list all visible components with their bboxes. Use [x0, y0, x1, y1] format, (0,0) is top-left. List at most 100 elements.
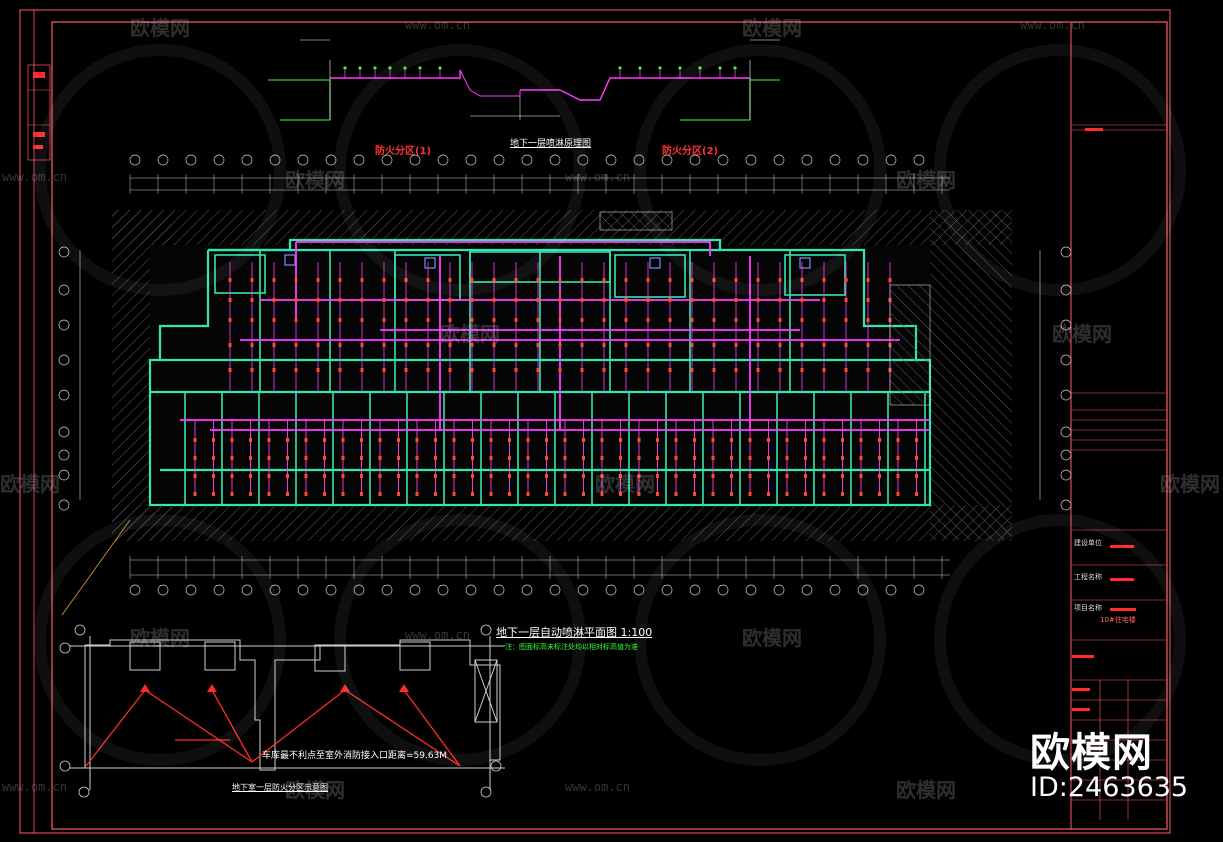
sprinkler-head: [452, 456, 456, 460]
sprinkler-head: [426, 343, 430, 347]
sprinkler-head: [492, 278, 496, 282]
grid-bubble: [605, 154, 617, 166]
sprinkler-heads: [193, 278, 918, 496]
sprinkler-head: [841, 456, 844, 460]
title-block-stamp: [1072, 708, 1090, 711]
grid-bubble: [297, 154, 309, 166]
grid-bubble: [1060, 246, 1072, 258]
sprinkler-head: [267, 474, 271, 478]
sprinkler-head: [360, 298, 364, 302]
sprinkler-head: [637, 438, 641, 442]
sprinkler-head: [360, 343, 364, 347]
sprinkler-head: [341, 474, 345, 478]
sprinkler-head: [341, 456, 345, 460]
sprinkler-head: [822, 343, 826, 347]
sprinkler-head: [822, 368, 826, 372]
sprinkler-head: [646, 278, 650, 282]
grid-bubble: [773, 584, 785, 596]
sprinkler-head: [489, 474, 493, 478]
riser-head: [678, 66, 682, 70]
sprinkler-head: [800, 368, 804, 372]
sprinkler-head: [841, 438, 844, 442]
sprinkler-head: [822, 456, 826, 460]
sprinkler-head: [800, 298, 804, 302]
sprinkler-head: [637, 474, 641, 478]
sprinkler-head: [267, 456, 271, 460]
sprinkler-head: [397, 492, 400, 496]
sprinkler-head: [536, 298, 540, 302]
sprinkler-head: [693, 474, 696, 478]
grid-bubble: [913, 154, 925, 166]
sprinkler-head: [360, 456, 363, 460]
inner-sheet-frame: [51, 21, 1168, 830]
sprinkler-head: [822, 318, 826, 322]
sprinkler-head: [656, 456, 659, 460]
sprinkler-head: [360, 474, 363, 478]
sprinkler-head: [558, 343, 562, 347]
sprinkler-head: [656, 438, 659, 442]
elevator-shaft: [649, 257, 661, 269]
sprinkler-head: [804, 456, 807, 460]
grid-bubble: [58, 319, 70, 331]
sprinkler-head: [734, 298, 738, 302]
riser-head: [343, 66, 347, 70]
sprinkler-head: [316, 368, 320, 372]
sprinkler-head: [536, 343, 540, 347]
ramp-hatch-box: [599, 211, 673, 231]
sprinkler-head: [471, 474, 474, 478]
sprinkler-head: [582, 492, 585, 496]
sprinkler-head: [323, 474, 326, 478]
sprinkler-head: [624, 318, 628, 322]
sprinkler-head: [514, 298, 518, 302]
sprinkler-head: [212, 474, 215, 478]
sprinkler-head: [434, 456, 437, 460]
plan-note: 注：图面标高未标注处均以相对标高值为准: [505, 643, 638, 651]
sprinkler-head: [602, 318, 606, 322]
watermark-brand: 欧模网: [130, 626, 190, 650]
sprinkler-head: [212, 456, 215, 460]
grid-bubble: [269, 154, 281, 166]
sprinkler-head: [250, 298, 254, 302]
sprinkler-head: [536, 368, 540, 372]
sprinkler-head: [316, 318, 320, 322]
riser-head: [403, 66, 407, 70]
sprinkler-head: [668, 318, 672, 322]
sprinkler-head: [778, 298, 782, 302]
sprinkler-head: [690, 343, 694, 347]
sprinkler-head: [674, 492, 678, 496]
sprinkler-head: [822, 438, 826, 442]
grid-bubble: [857, 154, 869, 166]
watermark-url: www.om.cn: [565, 170, 631, 184]
title-block-item-label: 项目名称: [1074, 604, 1102, 612]
sprinkler-head: [748, 492, 752, 496]
fire-partition-diagram: [70, 636, 505, 790]
sprinkler-head: [582, 438, 585, 442]
grid-bubble: [241, 584, 253, 596]
stair-core: [214, 254, 266, 294]
grid-bubble: [661, 584, 673, 596]
sprinkler-head: [286, 474, 289, 478]
sprinkler-head: [341, 492, 345, 496]
stair-core-rooms: [214, 251, 846, 301]
sprinkler-head: [693, 456, 696, 460]
sprinkler-head: [382, 278, 386, 282]
sprinkler-head: [888, 278, 892, 282]
sprinkler-head: [230, 456, 234, 460]
sprinkler-head: [341, 438, 345, 442]
grid-bubble: [1060, 354, 1072, 366]
sprinkler-head: [624, 298, 628, 302]
grid-bubble: [521, 154, 533, 166]
sprinkler-head: [250, 278, 254, 282]
watermark-brand: 欧模网: [896, 778, 956, 802]
brand-stamp-name: 欧模网: [1030, 730, 1153, 776]
sprinkler-head: [558, 318, 562, 322]
riser-sprinkler-heads: [343, 66, 737, 78]
grid-bubble: [1060, 499, 1072, 511]
sprinkler-head: [859, 474, 863, 478]
sprinkler-head: [360, 318, 364, 322]
sprinkler-head: [767, 438, 770, 442]
title-block-project-label: 工程名称: [1074, 573, 1102, 581]
sprinkler-head: [730, 456, 733, 460]
sprinkler-head: [668, 278, 672, 282]
sprinkler-head: [514, 278, 518, 282]
